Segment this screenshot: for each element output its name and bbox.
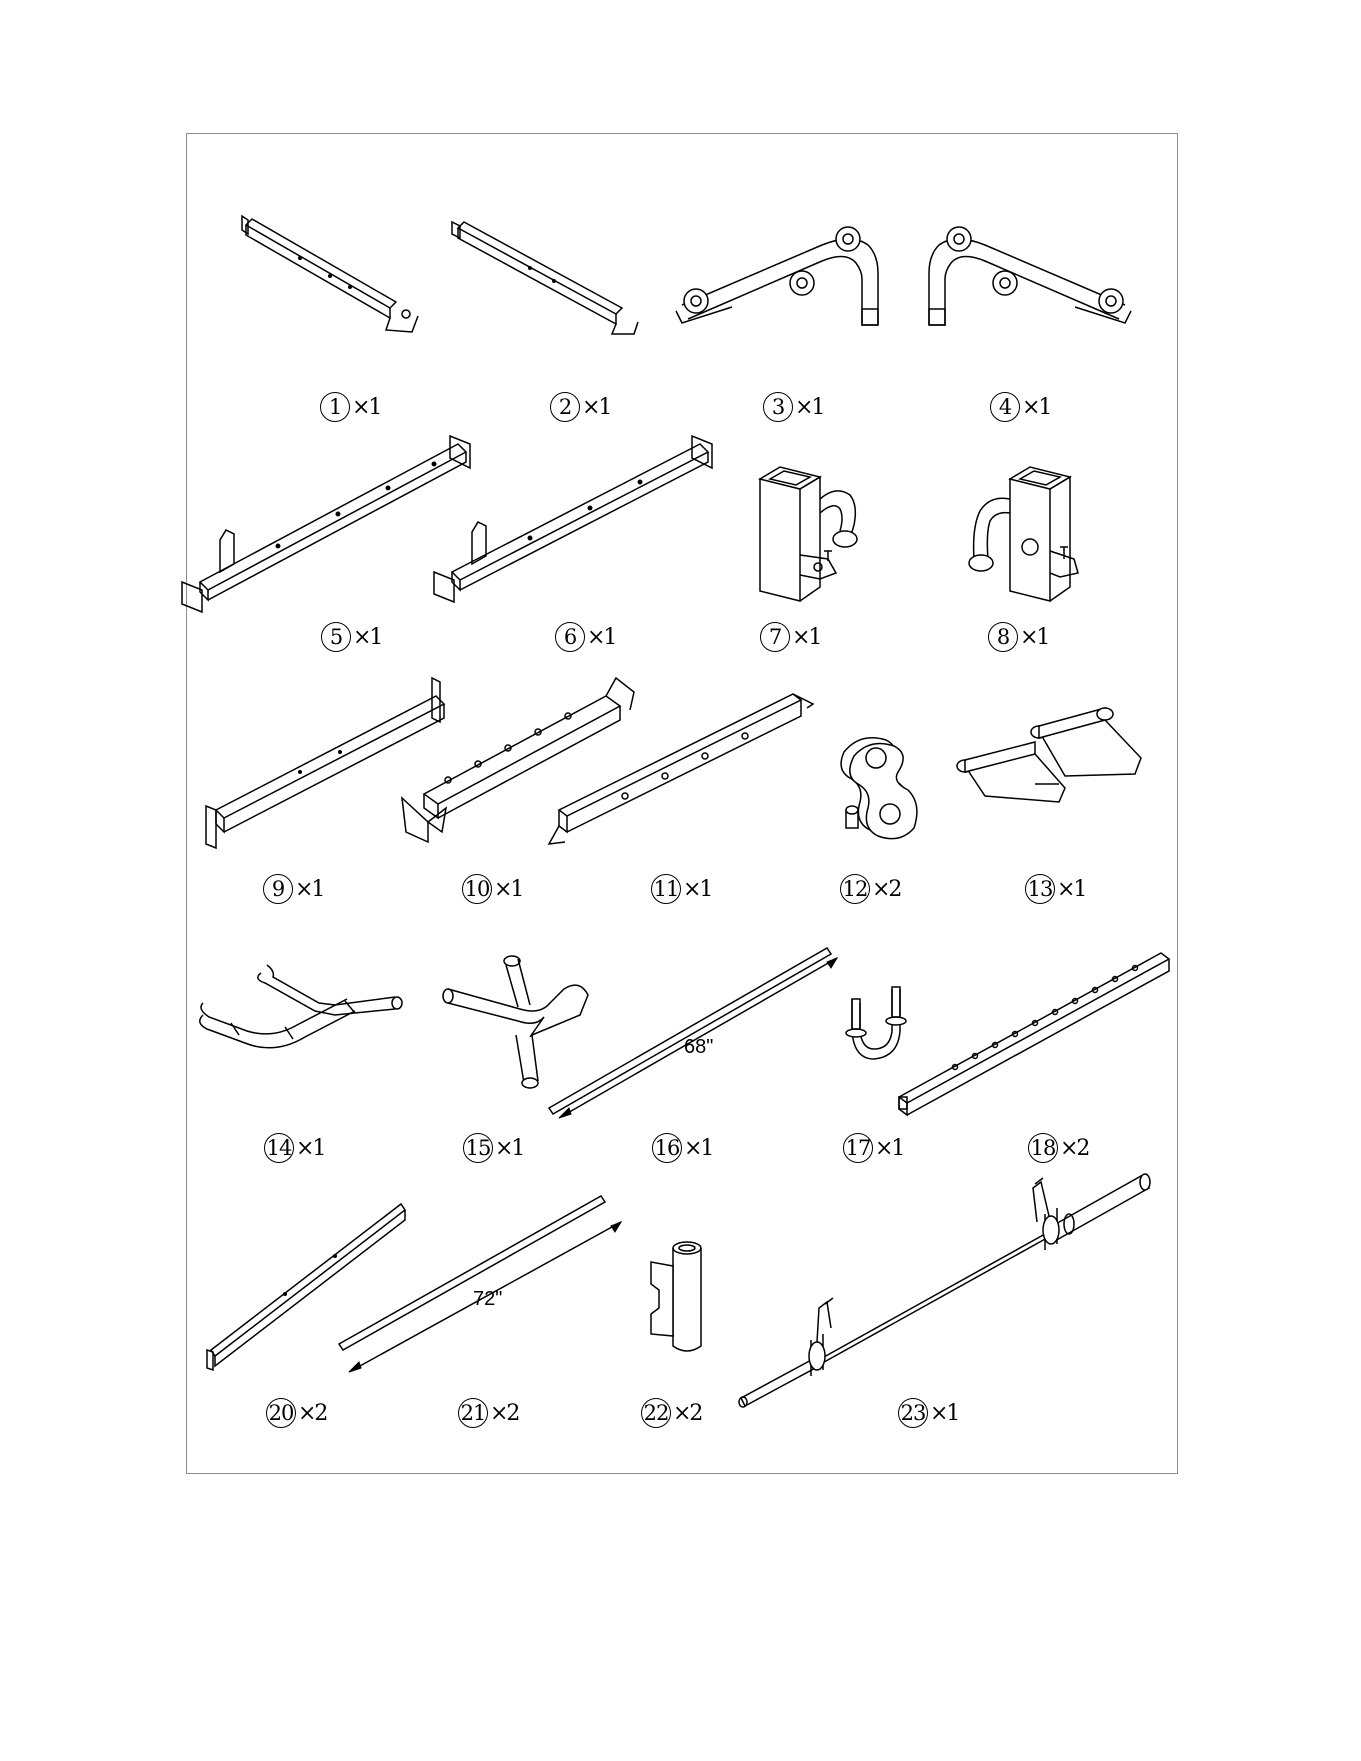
part-6-quantity: ×1 <box>587 625 615 650</box>
part-1-drawing <box>240 210 440 340</box>
part-4-quantity: ×1 <box>1022 395 1050 420</box>
part-6-label: 6×1 <box>555 622 615 652</box>
part-3-drawing <box>672 215 902 345</box>
part-3-label: 3×1 <box>763 392 823 422</box>
part-9-quantity: ×1 <box>295 877 323 902</box>
part-14-label: 14×1 <box>264 1133 324 1163</box>
part-5-quantity: ×1 <box>353 625 381 650</box>
part-4-drawing <box>905 215 1135 345</box>
part-8-quantity: ×1 <box>1020 625 1048 650</box>
part-5-label: 5×1 <box>321 622 381 652</box>
part-1-quantity: ×1 <box>352 395 380 420</box>
part-10-label: 10×1 <box>462 874 522 904</box>
part-3-number: 3 <box>763 392 793 422</box>
part-12-label: 12×2 <box>840 874 900 904</box>
part-2-label: 2×1 <box>550 392 610 422</box>
part-6-drawing <box>430 422 720 602</box>
part-17-label: 17×1 <box>843 1133 903 1163</box>
part-9-number: 9 <box>263 874 293 904</box>
part-10-quantity: ×1 <box>494 877 522 902</box>
part-20-number: 20 <box>266 1398 296 1428</box>
part-7-drawing <box>740 455 880 605</box>
part-15-label: 15×1 <box>463 1133 523 1163</box>
part-8-label: 8×1 <box>988 622 1048 652</box>
part-15-number: 15 <box>463 1133 493 1163</box>
part-18-drawing <box>895 945 1175 1115</box>
part-13-quantity: ×1 <box>1057 877 1085 902</box>
part-16-label: 16×1 <box>652 1133 712 1163</box>
part-22-quantity: ×2 <box>673 1401 701 1426</box>
part-11-drawing <box>545 686 815 856</box>
part-12-quantity: ×2 <box>872 877 900 902</box>
part-16-drawing <box>545 940 845 1120</box>
part-3-quantity: ×1 <box>795 395 823 420</box>
part-17-number: 17 <box>843 1133 873 1163</box>
part-18-label: 18×2 <box>1028 1133 1088 1163</box>
part-22-drawing <box>645 1238 715 1358</box>
part-21-dimension: 72" <box>473 1288 502 1311</box>
part-11-label: 11×1 <box>651 874 711 904</box>
part-11-quantity: ×1 <box>683 877 711 902</box>
part-7-number: 7 <box>760 622 790 652</box>
part-16-number: 16 <box>652 1133 682 1163</box>
part-23-drawing <box>735 1158 1155 1408</box>
part-18-quantity: ×2 <box>1060 1136 1088 1161</box>
part-7-label: 7×1 <box>760 622 820 652</box>
part-1-number: 1 <box>320 392 350 422</box>
part-21-quantity: ×2 <box>490 1401 518 1426</box>
part-4-label: 4×1 <box>990 392 1050 422</box>
part-11-number: 11 <box>651 874 681 904</box>
part-22-number: 22 <box>641 1398 671 1428</box>
part-4-number: 4 <box>990 392 1020 422</box>
part-18-number: 18 <box>1028 1133 1058 1163</box>
part-12-drawing <box>830 732 940 842</box>
part-2-quantity: ×1 <box>582 395 610 420</box>
part-8-drawing <box>950 455 1090 605</box>
part-20-quantity: ×2 <box>298 1401 326 1426</box>
part-23-quantity: ×1 <box>930 1401 958 1426</box>
part-17-quantity: ×1 <box>875 1136 903 1161</box>
part-22-label: 22×2 <box>641 1398 701 1428</box>
part-13-number: 13 <box>1025 874 1055 904</box>
part-14-quantity: ×1 <box>296 1136 324 1161</box>
part-23-label: 23×1 <box>898 1398 958 1428</box>
part-6-number: 6 <box>555 622 585 652</box>
part-9-label: 9×1 <box>263 874 323 904</box>
part-15-quantity: ×1 <box>495 1136 523 1161</box>
part-10-number: 10 <box>462 874 492 904</box>
part-13-label: 13×1 <box>1025 874 1085 904</box>
part-21-drawing <box>335 1192 625 1382</box>
part-5-number: 5 <box>321 622 351 652</box>
part-20-label: 20×2 <box>266 1398 326 1428</box>
part-7-quantity: ×1 <box>792 625 820 650</box>
part-21-number: 21 <box>458 1398 488 1428</box>
part-23-number: 23 <box>898 1398 928 1428</box>
part-13-drawing <box>955 696 1150 816</box>
part-1-label: 1×1 <box>320 392 380 422</box>
part-2-number: 2 <box>550 392 580 422</box>
part-2-drawing <box>450 218 650 338</box>
part-14-number: 14 <box>264 1133 294 1163</box>
part-16-quantity: ×1 <box>684 1136 712 1161</box>
part-8-number: 8 <box>988 622 1018 652</box>
part-14-drawing <box>195 965 410 1075</box>
part-12-number: 12 <box>840 874 870 904</box>
part-16-dimension: 68" <box>684 1036 713 1059</box>
part-21-label: 21×2 <box>458 1398 518 1428</box>
